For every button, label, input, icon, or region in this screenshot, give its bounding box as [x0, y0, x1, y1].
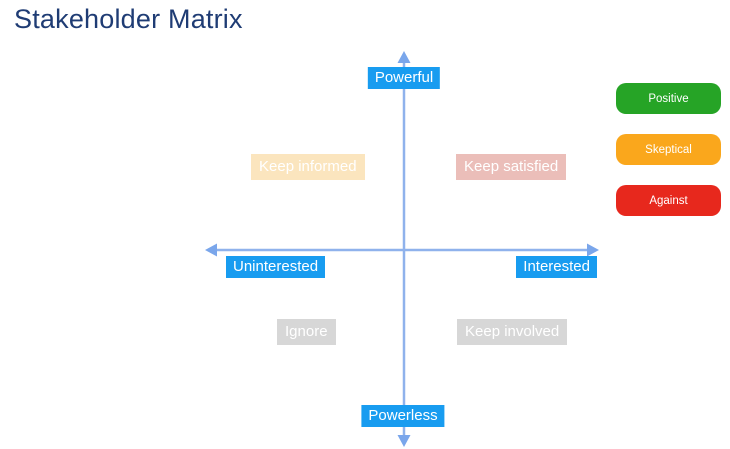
legend-button-skeptical[interactable]: Skeptical [616, 134, 721, 165]
axis-label-uninterested[interactable]: Uninterested [226, 256, 326, 278]
legend-button-against[interactable]: Against [616, 185, 721, 216]
axis-label-powerful[interactable]: Powerful [367, 67, 441, 89]
arrow-left-icon [205, 243, 217, 257]
axis-label-interested[interactable]: Interested [516, 256, 597, 278]
quadrant-label-keep-informed[interactable]: Keep informed [251, 154, 365, 180]
legend: Positive Skeptical Against [616, 83, 721, 236]
arrow-up-icon [397, 51, 411, 63]
axis-label-powerless[interactable]: Powerless [361, 405, 445, 427]
quadrant-label-keep-satisfied[interactable]: Keep satisfied [456, 154, 567, 180]
page-title: Stakeholder Matrix [14, 4, 243, 34]
legend-button-positive[interactable]: Positive [616, 83, 721, 114]
quadrant-label-ignore[interactable]: Ignore [277, 319, 336, 345]
arrow-right-icon [587, 243, 599, 257]
arrow-down-icon [397, 435, 411, 447]
quadrant-label-keep-involved[interactable]: Keep involved [457, 319, 568, 345]
